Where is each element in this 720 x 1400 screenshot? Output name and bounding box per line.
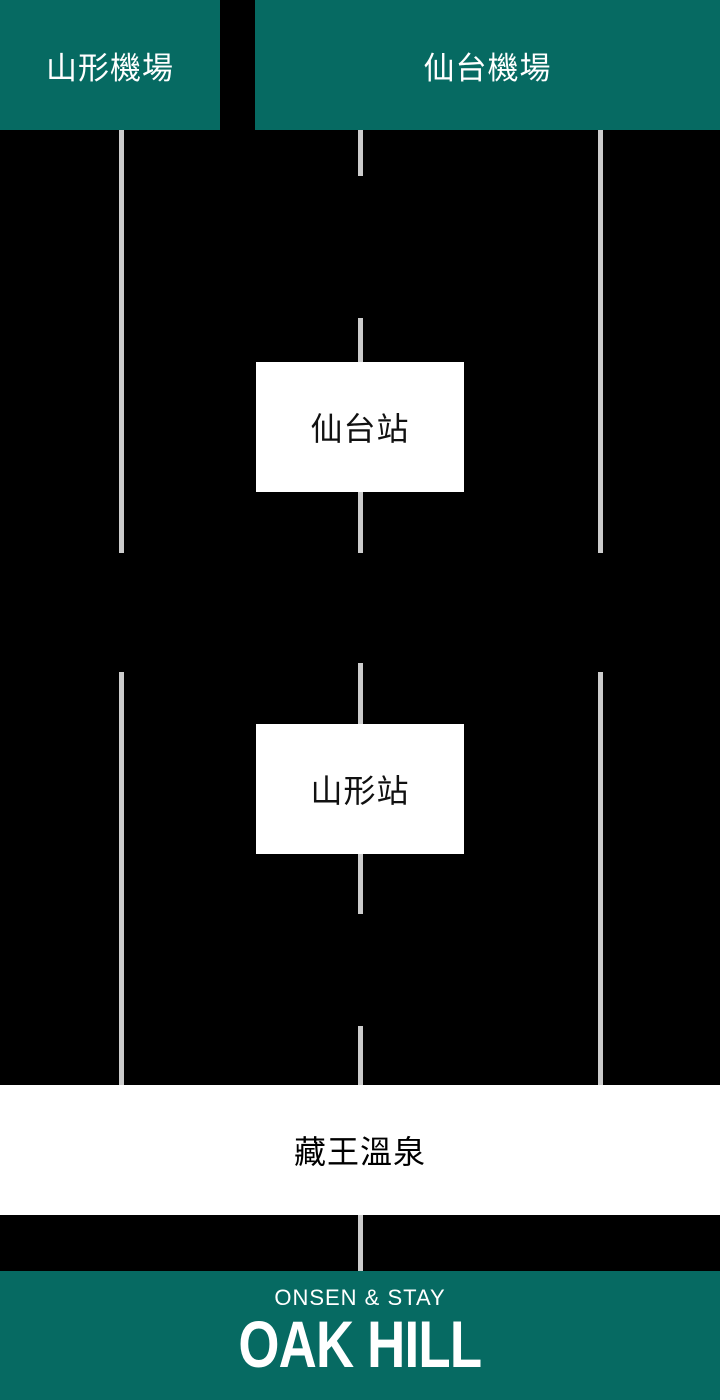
footer-brand-logo: OAK HILL <box>238 1307 483 1382</box>
node-sendai-station: 仙台站 <box>256 362 464 492</box>
route-line-center-segment-4 <box>358 663 363 724</box>
route-line-center-segment-6 <box>358 1026 363 1085</box>
footer-tagline: ONSEN & STAY <box>274 1285 446 1310</box>
yamagata-station-label: 山形站 <box>310 773 410 809</box>
sendai-station-label: 仙台站 <box>310 411 410 447</box>
route-line-center-segment-7 <box>358 1215 363 1271</box>
sendai-airport-label: 仙台機場 <box>423 50 552 86</box>
route-line-center-segment-2 <box>358 318 363 362</box>
route-line-left-segment-2 <box>119 672 124 1085</box>
route-line-right-segment-2 <box>598 672 603 1085</box>
node-sendai-airport: 仙台機場 <box>255 0 720 130</box>
yamagata-airport-label: 山形機場 <box>46 50 174 86</box>
route-line-center-segment-5 <box>358 854 363 914</box>
node-yamagata-station: 山形站 <box>256 724 464 854</box>
node-yamagata-airport: 山形機場 <box>0 0 220 130</box>
route-line-center-segment-3 <box>358 492 363 553</box>
route-line-right-segment-1 <box>598 130 603 553</box>
footer-brand-band: ONSEN & STAY OAK HILL <box>0 1271 720 1400</box>
route-line-left-segment-1 <box>119 130 124 553</box>
zao-onsen-label: 藏王溫泉 <box>293 1134 426 1170</box>
node-zao-onsen: 藏王溫泉 <box>0 1085 720 1215</box>
route-line-center-segment-1 <box>358 130 363 176</box>
